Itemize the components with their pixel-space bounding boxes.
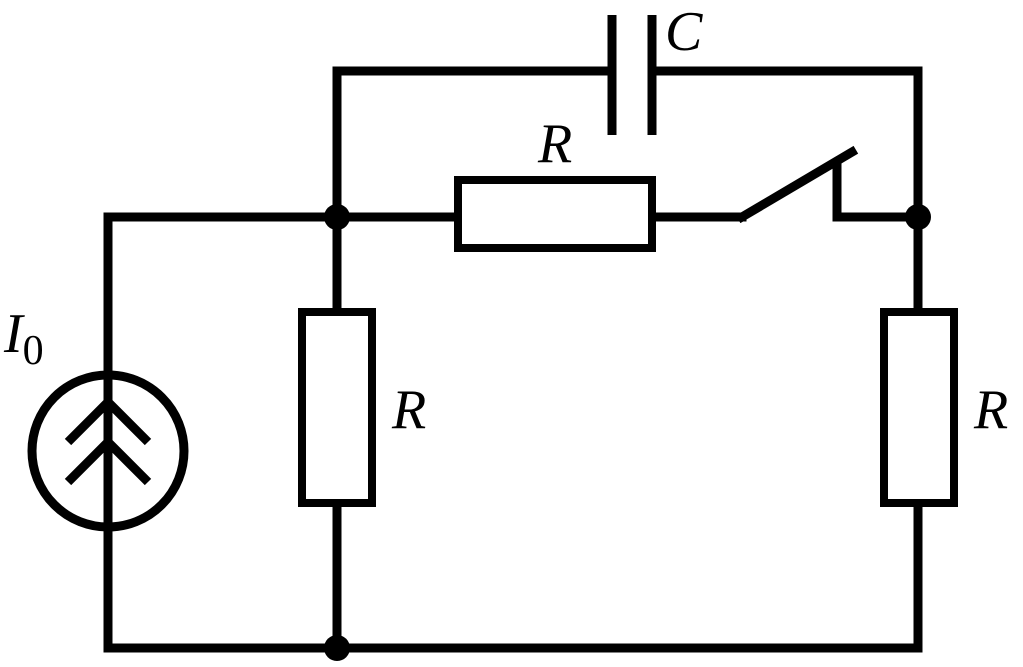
- wire-source-bottom: [103, 507, 923, 653]
- current-source-arrow-upper: [64, 395, 152, 446]
- label-resistor-left: R: [391, 379, 426, 441]
- label-source-main: I: [3, 303, 25, 365]
- junction-right-top: [905, 204, 931, 230]
- wire-capacitor-left: [332, 66, 617, 222]
- wires: [103, 66, 923, 653]
- label-source: I0: [3, 303, 44, 374]
- label-capacitor: C: [665, 1, 703, 63]
- label-resistor-right: R: [973, 379, 1008, 441]
- current-source-arrow-lower: [64, 435, 152, 486]
- resistor-top: [454, 176, 656, 252]
- label-resistor-top: R: [537, 113, 572, 175]
- switch-contact: [832, 163, 923, 222]
- resistor-left: [298, 308, 376, 507]
- junctions: [324, 204, 931, 661]
- wire-capacitor-right: [647, 66, 923, 317]
- switch-blade: [735, 145, 859, 224]
- junction-bottom: [324, 635, 350, 661]
- current-source: [27, 370, 189, 532]
- label-source-sub: 0: [23, 328, 44, 374]
- resistor-right: [880, 308, 958, 507]
- wire-source-top: [103, 212, 463, 395]
- capacitor: [607, 15, 657, 135]
- junction-left-top: [324, 204, 350, 230]
